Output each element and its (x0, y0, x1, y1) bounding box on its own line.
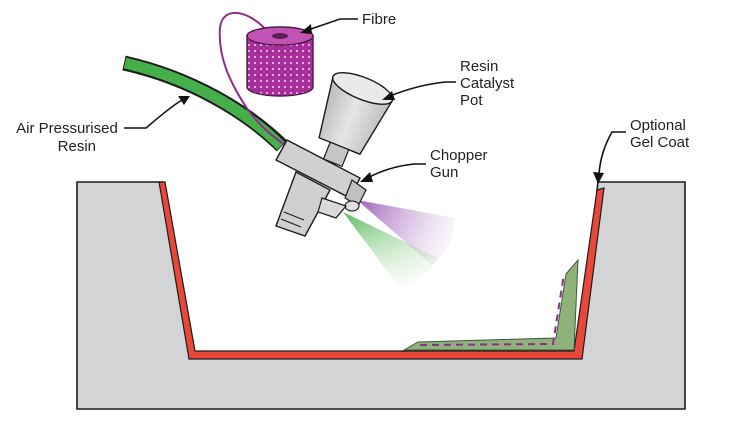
leader-fibre (300, 18, 358, 34)
resin-catalyst-pot-label: Resin Catalyst Pot (460, 58, 518, 109)
fibre-spool-icon (246, 26, 314, 97)
resin-catalyst-pot-label-line: Pot (460, 92, 483, 109)
leader-gel-coat (593, 131, 626, 184)
air-pressurised-resin-label-line: Air Pressurised (16, 120, 118, 137)
laminate-layer (402, 258, 579, 351)
chopper-gun-label-line: Gun (430, 164, 458, 181)
optional-gel-coat-label: Optional Gel Coat (630, 117, 690, 151)
fibre-strand (218, 12, 295, 153)
air-pressurised-resin-label: Air Pressurised Resin (16, 120, 122, 155)
optional-gel-coat-label-line: Gel Coat (630, 134, 690, 151)
optional-gel-coat-label-line: Optional (630, 117, 686, 134)
leader-air-resin (124, 96, 190, 129)
resin-pot-icon (318, 72, 394, 168)
resin-spray (343, 212, 438, 288)
fibre-label: Fibre (362, 11, 396, 28)
resin-catalyst-pot-label-line: Resin (460, 58, 498, 75)
resin-catalyst-pot-label-line: Catalyst (460, 75, 515, 92)
gel-coat-layer (158, 181, 605, 360)
chopper-gun-label-line: Chopper (430, 147, 488, 164)
leader-resin-pot (382, 81, 456, 100)
leader-chopper-gun (360, 163, 426, 182)
fibre-spray (357, 200, 455, 265)
air-pressurised-resin-label-line: Resin (58, 138, 96, 155)
chopper-gun-label: Chopper Gun (430, 147, 492, 181)
chopper-gun-icon (275, 139, 367, 237)
